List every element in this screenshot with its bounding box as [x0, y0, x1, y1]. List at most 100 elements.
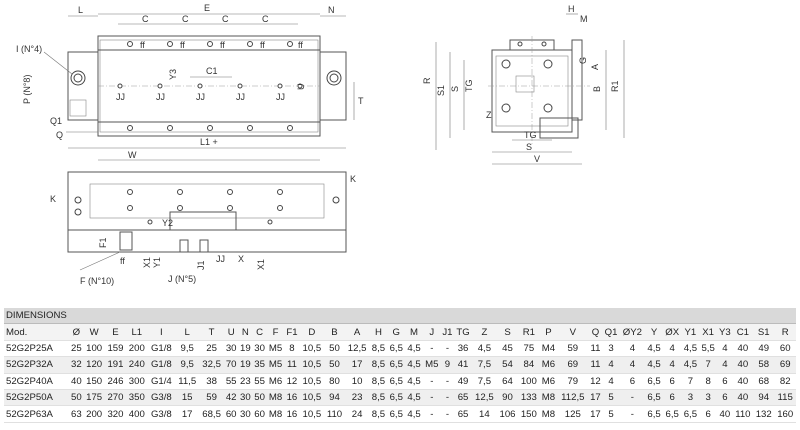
table-cell: 8,5 — [369, 389, 388, 407]
column-header: ØX — [662, 323, 682, 341]
table-cell: 15 — [175, 389, 200, 407]
table-cell: 110 — [324, 405, 345, 423]
table-cell: 125 — [557, 405, 589, 423]
table-cell: 9 — [440, 356, 455, 374]
table-cell: 10,5 — [299, 389, 325, 407]
column-header: L — [175, 323, 200, 341]
table-cell: 115 — [774, 389, 796, 407]
table-cell: 11 — [284, 356, 300, 374]
table-cell: 50 — [324, 356, 345, 374]
table-cell: 159 — [104, 340, 127, 358]
table-cell: 320 — [104, 405, 127, 423]
table-cell: 70 — [224, 356, 239, 374]
table-cell: 4 — [717, 340, 733, 358]
side-view: H M R S1 S TG Z G A B R1 TG S V — [422, 4, 625, 165]
table-cell: 84 — [518, 356, 540, 374]
table-cell: 4,5 — [681, 356, 700, 374]
dim-label-M: M — [580, 14, 588, 24]
column-header: Y1 — [681, 323, 700, 341]
table-cell: M8 — [539, 389, 558, 407]
table-cell: 191 — [104, 356, 127, 374]
table-cell: 246 — [104, 373, 127, 390]
dim-label-E: E — [204, 3, 210, 13]
table-cell: 8,5 — [369, 356, 388, 374]
column-header: Q1 — [602, 323, 620, 341]
table-cell: 94 — [324, 389, 345, 407]
column-header: L1 — [126, 323, 148, 341]
table-cell: 50 — [324, 340, 345, 358]
table-cell: 4,5 — [405, 356, 423, 374]
callout-I: I (N°4) — [16, 44, 42, 54]
table-cell: 6 — [699, 405, 718, 423]
table-cell: 11,5 — [175, 373, 200, 390]
dim-label-TG-vert: TG — [464, 80, 474, 93]
table-cell: 32,5 — [199, 356, 225, 374]
table-cell: 4,5 — [405, 340, 423, 358]
column-header: G — [387, 323, 406, 341]
table-cell: 9,5 — [175, 356, 200, 374]
table-cell: 12,5 — [471, 389, 497, 407]
table-cell: 4 — [662, 356, 682, 374]
callout-Y3: Y3 — [168, 69, 178, 80]
column-header: D — [299, 323, 325, 341]
table-cell: 40 — [717, 405, 733, 423]
table-cell: 59 — [557, 340, 589, 358]
table-cell: 6,5 — [645, 373, 663, 390]
table-cell: 68 — [753, 373, 775, 390]
table-cell: 160 — [774, 405, 796, 423]
table-cell: 40 — [732, 340, 754, 358]
column-header: U — [224, 323, 239, 341]
dim-label-F1: F1 — [98, 237, 108, 248]
column-header: Ø — [69, 323, 84, 341]
column-header: F — [266, 323, 285, 341]
table-cell: - — [619, 405, 646, 423]
column-header: X1 — [699, 323, 718, 341]
table-cell: 35 — [252, 356, 267, 374]
column-header: B — [324, 323, 345, 341]
table-cell: 4 — [619, 340, 646, 358]
table-cell: 16 — [284, 389, 300, 407]
table-cell: 9,5 — [175, 340, 200, 358]
table-cell: M8 — [266, 405, 285, 423]
table-cell: 65 — [454, 405, 472, 423]
column-header: M — [405, 323, 423, 341]
table-cell: 150 — [83, 373, 105, 390]
table-cell: 23 — [344, 389, 370, 407]
svg-text:ff: ff — [180, 40, 185, 50]
callout-U: U — [296, 84, 306, 91]
table-cell: 11 — [588, 356, 603, 374]
table-cell: 50 — [69, 389, 84, 407]
dim-label-C1: C — [142, 14, 149, 24]
column-header: N — [238, 323, 253, 341]
table-cell: 8 — [284, 340, 300, 358]
table-cell: 12 — [284, 373, 300, 390]
table-cell: 4,5 — [405, 389, 423, 407]
svg-text:ff: ff — [220, 40, 225, 50]
table-cell: 17 — [588, 389, 603, 407]
table-cell: 240 — [126, 356, 148, 374]
column-header: ØY2 — [619, 323, 646, 341]
dim-label-J1: J1 — [196, 260, 206, 270]
table-cell: 80 — [324, 373, 345, 390]
table-cell: 40 — [732, 373, 754, 390]
table-cell: 30 — [238, 389, 253, 407]
column-header: F1 — [284, 323, 300, 341]
table-cell: 4 — [662, 340, 682, 358]
column-header: J — [422, 323, 441, 341]
table-cell: - — [440, 389, 455, 407]
table-cell: 90 — [496, 389, 519, 407]
table-cell: 19 — [238, 340, 253, 358]
hole-label-ff: ff — [140, 40, 145, 50]
table-cell: 17 — [344, 356, 370, 374]
table-cell: 6,5 — [387, 405, 406, 423]
column-header: I — [147, 323, 176, 341]
table-cell: 200 — [126, 340, 148, 358]
dim-label-Y1: Y1 — [152, 257, 162, 268]
column-header: J1 — [440, 323, 455, 341]
table-cell: 3 — [602, 340, 620, 358]
dim-label-H: H — [568, 4, 575, 14]
